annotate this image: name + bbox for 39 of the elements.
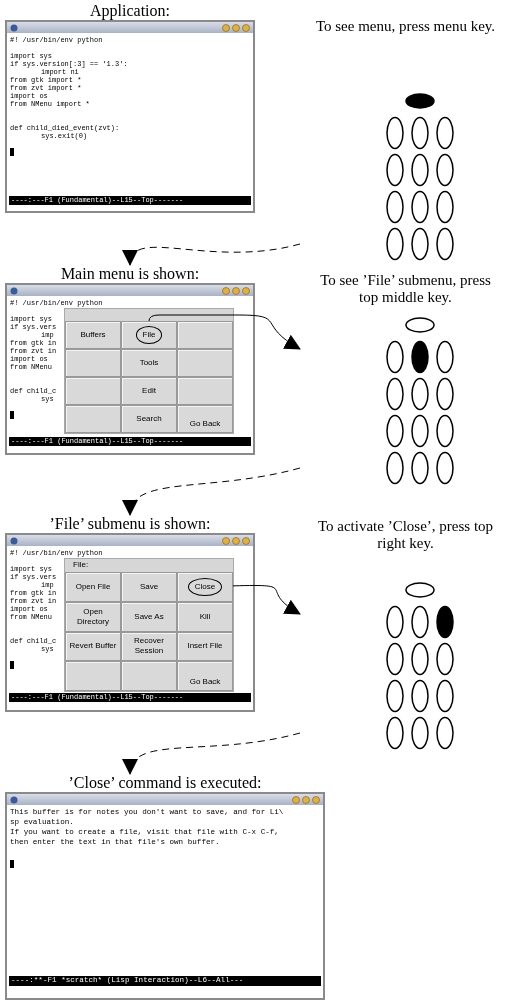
dashed-arrow <box>125 243 301 266</box>
menu-button: Close <box>177 572 233 602</box>
menu-button: Insert File <box>177 631 233 662</box>
menu-panel <box>64 558 234 692</box>
menu-button <box>65 377 121 405</box>
menu-button: Edit <box>121 377 177 405</box>
menu-button: Tools <box>121 349 177 377</box>
instruction-text: To activate ’Close’, press top right key. <box>316 518 495 552</box>
instruction-text: To see ’File’ submenu, press top middle key. <box>319 272 492 306</box>
menu-button: Buffers <box>65 321 121 349</box>
menu-button <box>121 661 177 691</box>
menu-panel <box>64 308 234 434</box>
screen-caption: Main menu is shown: <box>59 265 201 283</box>
menu-button: Revert Buffer <box>65 631 121 662</box>
menu-button <box>177 377 233 405</box>
arrow <box>148 314 301 350</box>
dashed-arrow <box>124 732 301 775</box>
menu-title: File: <box>73 560 89 569</box>
menu-button: Go Back <box>177 405 233 433</box>
screen-caption: ’Close’ command is executed: <box>67 774 263 792</box>
menu-button: Recover Session <box>121 631 177 662</box>
menu-button <box>177 349 233 377</box>
dashed-arrow <box>124 467 301 516</box>
arrow <box>232 585 301 615</box>
screen-caption: Application: <box>89 2 171 20</box>
menu-button: Open File <box>65 572 121 602</box>
menu-button: Go Back <box>177 661 233 691</box>
menu-button: Save As <box>121 601 177 632</box>
instruction-text: To see menu, press menu key. <box>314 18 497 35</box>
menu-button: Save <box>121 572 177 602</box>
menu-button <box>177 321 233 349</box>
menu-button <box>65 405 121 433</box>
menu-button: Open Directory <box>65 601 121 632</box>
menu-button <box>65 349 121 377</box>
menu-button: File <box>121 321 177 349</box>
menu-button: Kill <box>177 601 233 632</box>
screen-caption: ’File’ submenu is shown: <box>48 515 212 533</box>
menu-button: Search <box>121 405 177 433</box>
menu-button <box>65 661 121 691</box>
